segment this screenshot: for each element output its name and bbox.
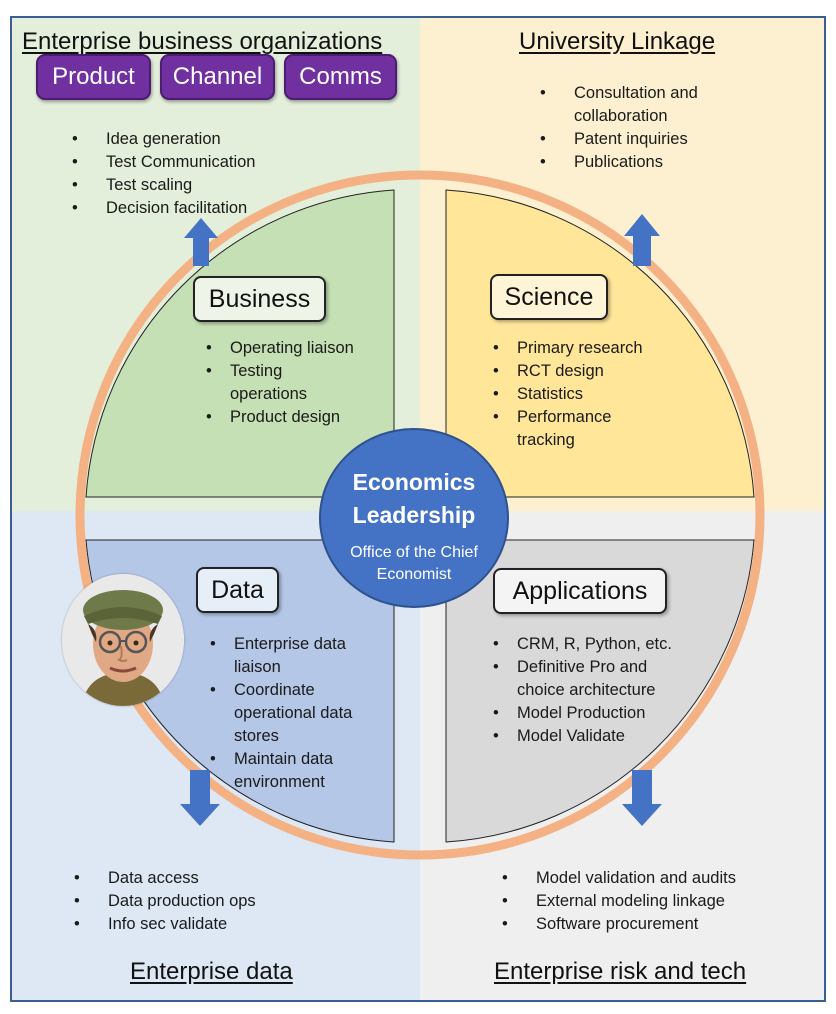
applications-label: Applications	[493, 568, 667, 614]
applications-list: CRM, R, Python, etc. Definitive Pro and …	[493, 633, 703, 748]
list-item: Consultation and collaboration	[538, 82, 728, 128]
list-item: Idea generation	[70, 128, 370, 151]
list-item: Maintain data environment	[210, 748, 359, 794]
list-item: Software procurement	[500, 913, 800, 936]
science-list: Primary research RCT design Statistics P…	[493, 337, 663, 452]
list-item: Model validation and audits	[500, 867, 800, 890]
pill-comms: Comms	[284, 54, 397, 100]
list-item: Patent inquiries	[538, 128, 728, 151]
outer-ring	[75, 170, 765, 860]
pill-channel: Channel	[160, 54, 275, 100]
list-item: Statistics	[493, 383, 663, 406]
list-item: Decision facilitation	[70, 197, 370, 220]
enterprise-business-list: Idea generation Test Communication Test …	[70, 128, 370, 220]
list-item: Publications	[538, 151, 728, 174]
arrow-up-business-icon	[184, 218, 218, 266]
list-item: Coordinate operational data stores	[210, 679, 369, 748]
science-label: Science	[490, 274, 608, 320]
list-item: Product design	[206, 406, 386, 429]
list-item: RCT design	[493, 360, 663, 383]
list-item: Performance tracking	[493, 406, 627, 452]
data-list: Enterprise data liaison Coordinate opera…	[210, 633, 370, 794]
data-label: Data	[196, 567, 279, 613]
business-list: Operating liaison Testing operations Pro…	[206, 337, 386, 429]
list-item: Model Production	[493, 702, 703, 725]
list-item: Data access	[72, 867, 372, 890]
portrait-image	[62, 574, 184, 706]
list-item: Info sec validate	[72, 913, 372, 936]
arrow-up-science-icon	[624, 214, 660, 266]
list-item: Test Communication	[70, 151, 370, 174]
enterprise-risk-list: Model validation and audits External mod…	[500, 867, 800, 936]
economics-leadership-center: Economics Leadership Office of the Chief…	[319, 428, 509, 608]
list-item: Data production ops	[72, 890, 372, 913]
center-subtitle: Office of the Chief Economist	[350, 544, 478, 583]
enterprise-data-heading: Enterprise data	[130, 958, 293, 985]
pill-product: Product	[36, 54, 151, 100]
list-item: Enterprise data liaison	[210, 633, 359, 679]
list-item: Test scaling	[70, 174, 370, 197]
enterprise-business-heading: Enterprise business organizations	[22, 28, 383, 55]
enterprise-data-list: Data access Data production ops Info sec…	[72, 867, 372, 936]
arrow-down-applications-icon	[622, 770, 662, 826]
list-item: CRM, R, Python, etc.	[493, 633, 703, 656]
list-item: Testing operations	[206, 360, 330, 406]
list-item: External modeling linkage	[500, 890, 800, 913]
university-list: Consultation and collaboration Patent in…	[538, 82, 728, 174]
university-linkage-heading: University Linkage	[519, 28, 716, 55]
avatar	[62, 574, 184, 706]
business-label: Business	[193, 276, 326, 322]
enterprise-risk-heading: Enterprise risk and tech	[494, 958, 747, 985]
list-item: Definitive Pro and choice architecture	[493, 656, 677, 702]
list-item: Model Validate	[493, 725, 703, 748]
list-item: Primary research	[493, 337, 663, 360]
center-title: Economics Leadership	[352, 469, 476, 528]
list-item: Operating liaison	[206, 337, 386, 360]
